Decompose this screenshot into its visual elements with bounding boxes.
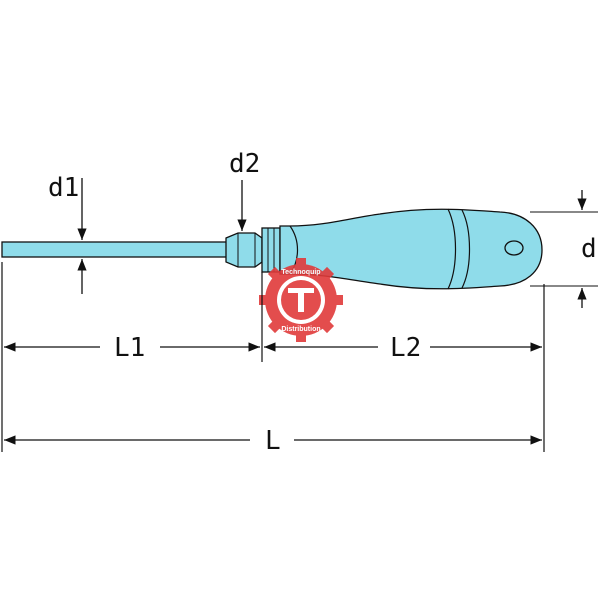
ferrule: [261, 227, 281, 273]
hex-collar: [225, 232, 263, 268]
label-d1: d1: [48, 173, 79, 203]
label-L2: L2: [390, 333, 421, 363]
label-d: d: [581, 234, 597, 264]
watermark-text-bottom: Distribution: [281, 326, 320, 333]
handle: [279, 208, 543, 290]
label-d2: d2: [229, 149, 260, 179]
handle-band-left: [447, 208, 457, 290]
label-L1: L1: [114, 333, 145, 363]
watermark-logo: Technoquip Distribution: [259, 258, 343, 342]
hang-hole: [504, 240, 524, 256]
handle-band-right: [461, 209, 471, 289]
label-L: L: [265, 426, 281, 456]
watermark-text-top: Technoquip: [281, 269, 320, 276]
shaft: [1, 241, 229, 258]
